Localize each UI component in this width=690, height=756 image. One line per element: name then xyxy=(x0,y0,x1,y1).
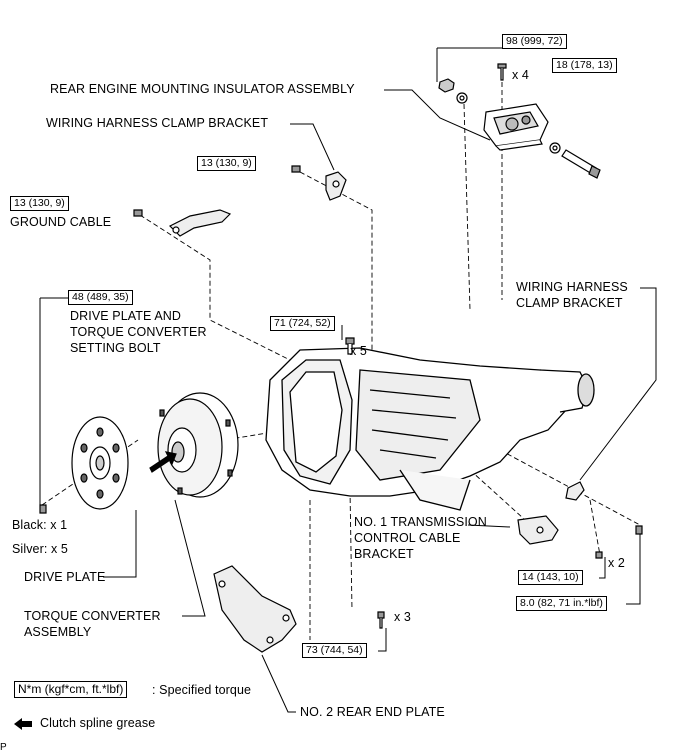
torque-8: 8.0 (82, 71 in.*lbf) xyxy=(516,596,607,611)
legend-grease-arrow xyxy=(14,718,32,730)
label-rear-end-plate: NO. 2 REAR END PLATE xyxy=(300,705,445,719)
control-cable-bracket xyxy=(517,515,603,559)
label-black-count: Black: x 1 xyxy=(12,518,68,532)
legend-clutch-grease: Clutch spline grease xyxy=(40,716,156,730)
multiplier-x4: x 4 xyxy=(512,68,529,82)
leader-rear-plate xyxy=(261,654,296,713)
leader-drive-plate xyxy=(103,510,137,578)
label-silver-count: Silver: x 5 xyxy=(12,542,68,556)
rear-end-plate xyxy=(213,565,385,653)
wiring-bracket-top xyxy=(291,165,347,201)
leader-14 xyxy=(599,557,606,579)
label-rear-engine-mounting: REAR ENGINE MOUNTING INSULATOR ASSEMBLY xyxy=(50,82,355,96)
leader-73 xyxy=(378,628,387,652)
nut-98 xyxy=(438,78,455,93)
torque-13-ground: 13 (130, 9) xyxy=(10,196,69,211)
label-control-cable-2: CONTROL CABLE xyxy=(354,531,461,545)
multiplier-x5: x 5 xyxy=(350,344,367,358)
bolt-71 xyxy=(347,344,353,355)
label-torque-converter-1: TORQUE CONVERTER xyxy=(24,609,161,623)
torque-48: 48 (489, 35) xyxy=(68,290,133,305)
leader-wiring-top xyxy=(290,123,335,171)
label-drive-plate: DRIVE PLATE xyxy=(24,570,106,584)
torque-converter xyxy=(149,392,239,498)
torque-14: 14 (143, 10) xyxy=(518,570,583,585)
legend-specified-torque: : Specified torque xyxy=(152,683,252,697)
legend-torque-unit: N*m (kgf*cm, ft.*lbf) xyxy=(14,681,128,698)
label-control-cable-3: BRACKET xyxy=(354,547,414,561)
multiplier-x3: x 3 xyxy=(394,610,411,624)
label-wiring-bracket-right-2: CLAMP BRACKET xyxy=(516,296,623,310)
label-control-cable-1: NO. 1 TRANSMISSION xyxy=(354,515,487,529)
leader-rear-mount xyxy=(384,89,491,141)
corner-mark: P xyxy=(0,742,7,753)
label-drive-plate-bolt-1: DRIVE PLATE AND xyxy=(70,309,182,323)
wiring-bracket-right xyxy=(565,481,643,535)
torque-71: 71 (724, 52) xyxy=(270,316,335,331)
ground-cable xyxy=(133,209,232,237)
leader-8 xyxy=(626,533,641,605)
label-drive-plate-bolt-2: TORQUE CONVERTER xyxy=(70,325,207,339)
transmission-body xyxy=(265,347,595,511)
leader-torque-conv xyxy=(174,499,206,617)
grease-arrow xyxy=(149,451,177,473)
label-wiring-bracket-top: WIRING HARNESS CLAMP BRACKET xyxy=(46,116,269,130)
torque-13-bracket: 13 (130, 9) xyxy=(197,156,256,171)
torque-73: 73 (744, 54) xyxy=(302,643,367,658)
bolt-18 xyxy=(500,68,504,81)
leader-wiring-right xyxy=(579,287,657,481)
leader-control-cable xyxy=(467,524,511,528)
torque-18: 18 (178, 13) xyxy=(552,58,617,73)
rear-engine-mount xyxy=(483,103,549,151)
torque-98: 98 (999, 72) xyxy=(502,34,567,49)
label-wiring-bracket-right-1: WIRING HARNESS xyxy=(516,280,628,294)
label-drive-plate-bolt-3: SETTING BOLT xyxy=(70,341,161,355)
label-ground-cable: GROUND CABLE xyxy=(10,215,112,229)
drive-plate xyxy=(39,416,129,514)
label-torque-converter-2: ASSEMBLY xyxy=(24,625,92,639)
multiplier-x2: x 2 xyxy=(608,556,625,570)
